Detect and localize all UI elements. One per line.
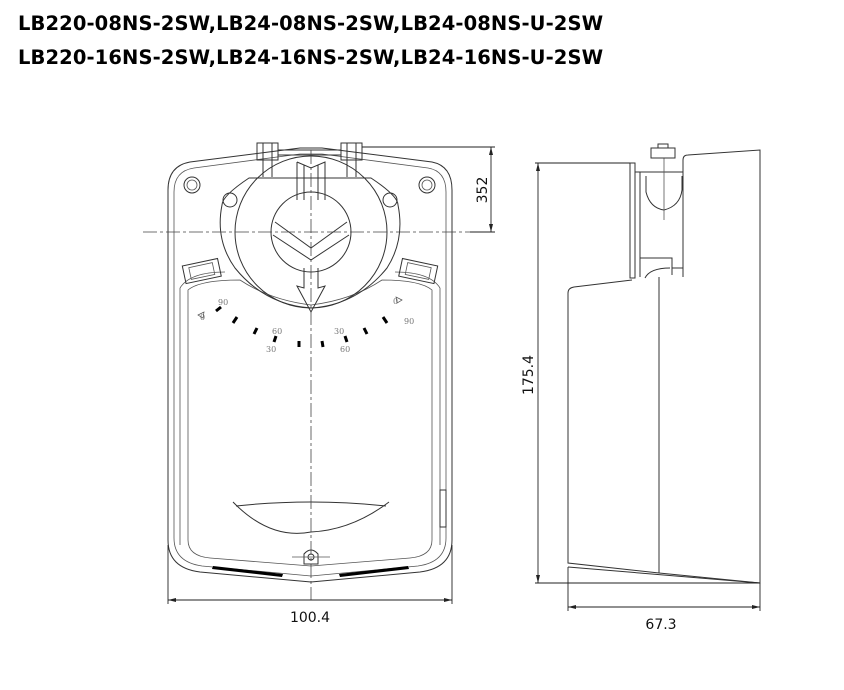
scale-label-right-60: 60 [340,345,350,354]
shaft-pointer-top [296,161,326,200]
dimension-height [535,162,760,584]
model-title-line-1: LB220-08NS-2SW,LB24-08NS-2SW,LB24-08NS-U… [18,12,604,35]
dimension-width-label: 100.4 [290,610,330,626]
position-scale-ticks [215,305,389,348]
mounting-hole-right [418,176,436,194]
side-body-bottom [567,566,761,584]
front-face-panel [187,279,433,567]
front-body-inner-outline [173,153,447,577]
scale-label-right-30: 30 [334,327,344,336]
dimension-depth-label: 67.3 [645,617,676,633]
front-view: 0 90 60 30 30 60 0 90 100.4 [143,142,495,626]
mounting-hole-left-inner [186,179,198,191]
dimension-shaft-offset [362,146,495,233]
dimension-width [167,545,453,604]
clamp-flange [219,177,401,309]
dimension-depth [567,567,761,611]
bolt-left [256,142,279,177]
scale-label-left-30: 30 [266,345,276,354]
scale-label-left-60: 60 [272,327,282,336]
bottom-screw-boss [303,549,319,565]
mounting-hole-right-inner [421,179,433,191]
ear-hole-right [382,192,398,208]
u-bolt [278,149,341,156]
side-bracket [629,143,684,279]
side-switch [439,489,447,528]
side-view: 175.4 67.3 [521,143,761,633]
scale-label-left-90: 90 [218,298,228,307]
ear-hole-left [222,192,238,208]
window-left [181,257,222,285]
scale-label-right-0: 0 [393,297,398,306]
scale-label-right-90: 90 [404,317,414,326]
bolt-right [340,142,363,177]
vent-slot-right [339,566,409,577]
front-face-panel-outer [179,271,441,545]
dimension-shaft-offset-label: 352 [475,177,491,204]
vent-slot-left [212,566,283,577]
dimension-height-label: 175.4 [521,355,537,395]
window-right [398,257,439,285]
model-title-line-2: LB220-16NS-2SW,LB24-16NS-2SW,LB24-16NS-U… [18,46,604,69]
front-body-outline [167,147,453,583]
mounting-hole-left [183,176,201,194]
scale-direction-markers [197,296,403,319]
